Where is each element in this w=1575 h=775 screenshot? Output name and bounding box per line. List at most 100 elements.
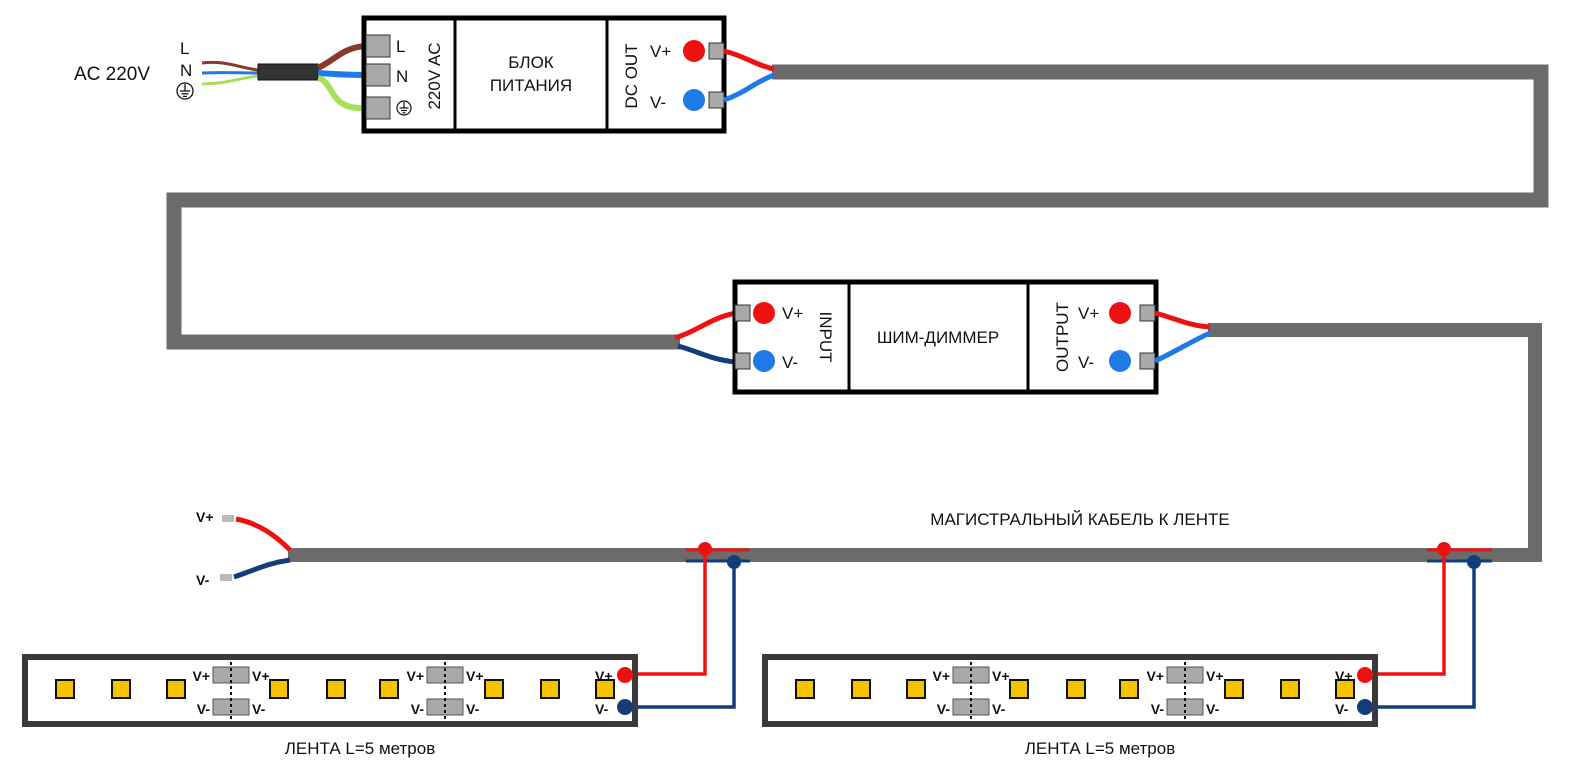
- dimmer-in-v-minus-terminal: [753, 350, 775, 372]
- dimmer-output-label: OUTPUT: [1053, 302, 1072, 372]
- trunk-end-wire-plus: [235, 516, 292, 552]
- dimmer-out-v-minus-terminal: [1109, 350, 1131, 372]
- led-chip: [1119, 679, 1139, 699]
- led-chip: [795, 679, 815, 699]
- pad-v-minus-label: V-: [1206, 701, 1220, 717]
- led-strip-caption: ЛЕНТА L=5 метров: [1025, 739, 1176, 758]
- pad-v-plus-label: V+: [406, 668, 424, 684]
- led-chip: [851, 679, 871, 699]
- mains-wire-l-to-terminal: [316, 43, 366, 71]
- led-chip: [1280, 679, 1300, 699]
- led-strip-caption: ЛЕНТА L=5 метров: [285, 739, 436, 758]
- trunk-end-plus-tip: [222, 515, 234, 522]
- led-strip-1: V+V+V-V-V+V+V-V-V+V-ЛЕНТА L=5 метров: [22, 654, 638, 758]
- dimmer-out-wire-minus: [1153, 330, 1212, 364]
- led-chip: [484, 679, 504, 699]
- trunk-tap-2: [1367, 542, 1492, 709]
- psu-out-plus-clamp: [708, 42, 725, 60]
- terminal-pe: [365, 96, 391, 120]
- dimmer-out-wire-plus: [1154, 310, 1211, 330]
- dimmer-in-wire-minus: [677, 343, 737, 365]
- psu-out-minus-clamp: [708, 91, 725, 109]
- pad-v-minus-label: V-: [466, 701, 480, 717]
- dimmer-out-minus-clamp: [1139, 352, 1156, 370]
- led-chip: [540, 679, 560, 699]
- mains-wire-l: [201, 60, 259, 72]
- psu-title-line1: БЛОК: [508, 53, 554, 72]
- strip-input-v-plus-point: [617, 667, 633, 683]
- pad-v-plus-label: V+: [992, 668, 1010, 684]
- terminal-l: [365, 34, 391, 58]
- pad-v-minus-label: V-: [411, 701, 425, 717]
- trunk-end-wire-minus: [233, 557, 291, 580]
- dimmer-out-v-plus-terminal: [1109, 302, 1131, 324]
- dimmer-in-plus-clamp: [734, 304, 751, 322]
- dimmer-in-minus-clamp: [734, 352, 751, 370]
- trunk-end-v-plus-label: V+: [196, 509, 214, 525]
- psu-v-minus-terminal: [683, 89, 705, 111]
- led-chip: [595, 679, 615, 699]
- strip-input-v-minus-point: [617, 699, 633, 715]
- psu-v-plus-terminal: [683, 40, 705, 62]
- trunk-end-minus-tip: [220, 574, 232, 581]
- psu-input-label: 220V AC: [425, 42, 444, 109]
- psu-v-minus-label: V-: [650, 93, 666, 112]
- trunk-end-v-minus-label: V-: [196, 572, 210, 588]
- terminal-n: [365, 63, 391, 87]
- psu-out-wire-plus: [723, 48, 775, 72]
- dimmer-out-v-minus-label: V-: [1078, 353, 1094, 372]
- psu-v-plus-label: V+: [650, 42, 671, 61]
- pad-v-minus-label: V-: [197, 701, 211, 717]
- mains-cable-sleeve: [257, 63, 319, 81]
- led-chip: [55, 679, 75, 699]
- dimmer-in-v-plus-terminal: [753, 302, 775, 324]
- led-chip: [269, 679, 289, 699]
- led-strip-2: V+V+V-V-V+V+V-V-V+V-ЛЕНТА L=5 метров: [762, 654, 1378, 758]
- dimmer-in-wire-plus: [674, 310, 737, 341]
- terminal-l-label: L: [396, 37, 405, 56]
- terminal-n-label: N: [396, 67, 408, 86]
- strip-input-v-minus-point: [1357, 699, 1373, 715]
- led-chip: [1335, 679, 1355, 699]
- led-chip: [326, 679, 346, 699]
- mains-wire-n-to-terminal: [317, 70, 366, 78]
- pad-v-plus-label: V+: [466, 668, 484, 684]
- pwm-dimmer: V+ V- INPUT ШИМ-ДИММЕР OUTPUT V+ V-: [732, 279, 1159, 395]
- led-chip: [166, 679, 186, 699]
- led-chip: [111, 679, 131, 699]
- strip-input-v-plus-label: V+: [1335, 668, 1353, 684]
- pad-v-plus-label: V+: [1206, 668, 1224, 684]
- mains-wire-pe-to-terminal: [316, 75, 366, 112]
- dimmer-out-plus-clamp: [1139, 304, 1156, 322]
- mains-wire-n-label: N: [180, 61, 192, 80]
- pad-v-plus-label: V+: [192, 668, 210, 684]
- psu-output-label: DC OUT: [622, 43, 641, 108]
- trunk-tap-1: [627, 542, 750, 709]
- psu-title-line2: ПИТАНИЯ: [490, 76, 572, 95]
- dimmer-in-v-plus-label: V+: [782, 304, 803, 323]
- trunk-cable: [166, 64, 1549, 350]
- pad-v-plus-label: V+: [252, 668, 270, 684]
- mains-voltage-label: AC 220V: [74, 64, 150, 85]
- pad-v-minus-label: V-: [1151, 701, 1165, 717]
- pad-v-plus-label: V+: [932, 668, 950, 684]
- mains-wire-l-label: L: [180, 39, 189, 58]
- power-supply: L N 220V AC БЛОК ПИТАНИЯ DC OUT V+ V-: [361, 15, 727, 134]
- pad-v-minus-label: V-: [252, 701, 266, 717]
- dimmer-in-v-minus-label: V-: [782, 353, 798, 372]
- dimmer-title: ШИМ-ДИММЕР: [877, 328, 999, 347]
- dimmer-out-v-plus-label: V+: [1078, 304, 1099, 323]
- led-chip: [379, 679, 399, 699]
- led-chip: [1066, 679, 1086, 699]
- pad-v-minus-label: V-: [992, 701, 1006, 717]
- earth-ground-icon: [396, 100, 412, 116]
- strip-input-v-plus-label: V+: [595, 668, 613, 684]
- led-chip: [1009, 679, 1029, 699]
- psu-out-wire-minus: [723, 72, 775, 103]
- led-strips: V+ V+ V- V- V+ V+ V- V- V+ V- ЛЕНТА L=5 метров V+ V+…: [22, 654, 1378, 758]
- mains-wire-pe: [201, 74, 259, 86]
- earth-ground-icon: [176, 82, 194, 100]
- pad-v-plus-label: V+: [1146, 668, 1164, 684]
- trunk-cable-to-strips: [288, 323, 1542, 562]
